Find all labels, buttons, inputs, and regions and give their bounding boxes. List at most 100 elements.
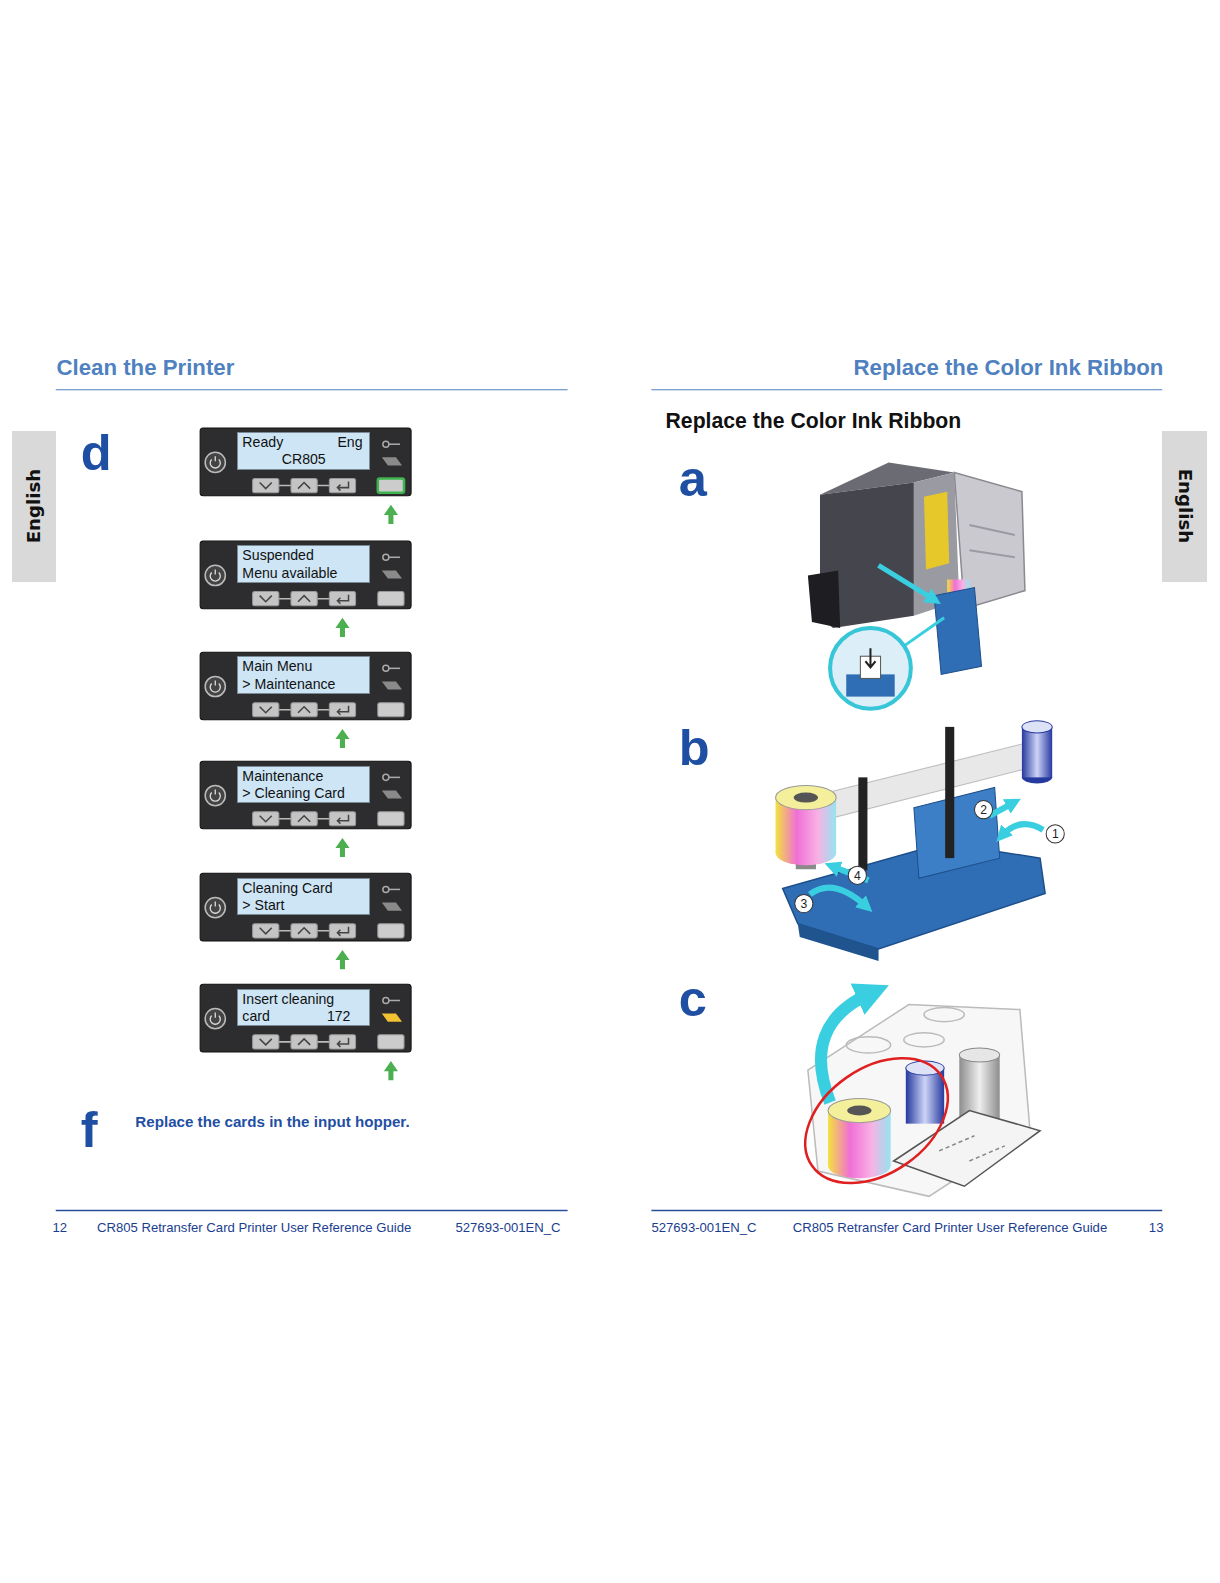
screen-text: Maintenance <box>242 769 323 783</box>
power-symbol <box>210 1013 220 1025</box>
step-arrow <box>1002 824 1043 836</box>
press-arrow <box>384 505 398 524</box>
button-glyph <box>337 595 348 604</box>
lcd-screen: SuspendedMenu available <box>237 545 369 582</box>
status-button <box>378 1035 404 1049</box>
step-letter: f <box>81 1105 98 1156</box>
spool-top <box>1022 721 1052 733</box>
card-icon <box>382 570 402 578</box>
door-detail <box>969 525 1014 535</box>
step-letter: c <box>679 974 707 1025</box>
cassette-loading-illustration <box>782 993 1040 1208</box>
screen-text: Insert cleaning <box>242 992 334 1006</box>
panel-bezel <box>200 541 411 609</box>
highlight-ellipse <box>782 1032 971 1208</box>
button-glyph <box>260 928 272 934</box>
control-panels <box>200 428 411 1080</box>
screen-text: Cleaning Card <box>242 881 332 895</box>
key-icon <box>383 774 389 780</box>
screen-text: Eng <box>337 435 362 449</box>
procedure-title: Replace the Color Ink Ribbon <box>666 410 962 431</box>
nav-button <box>253 592 279 606</box>
press-arrow <box>335 838 349 857</box>
cassette-illustration <box>776 721 1065 961</box>
press-arrow <box>335 618 349 637</box>
spool-seat <box>924 1008 964 1022</box>
button-glyph <box>260 596 272 602</box>
nav-button <box>253 924 279 938</box>
nav-button <box>291 1035 317 1049</box>
key-icon <box>389 777 400 779</box>
control-panel <box>200 873 411 969</box>
tab-label: English <box>1176 469 1194 544</box>
cleaning-spool <box>959 1055 999 1121</box>
power-button <box>205 1009 225 1029</box>
callout-number: 3 <box>801 898 808 910</box>
nav-button <box>329 924 355 938</box>
key-icon <box>383 997 389 1003</box>
step-letter: a <box>679 454 707 505</box>
power-button <box>205 565 225 585</box>
key-icon <box>383 441 389 447</box>
lcd-screen: Cleaning Card> Start <box>237 878 369 915</box>
key-icon <box>389 1000 400 1002</box>
callout-number: 2 <box>980 804 987 816</box>
document-number: 527693-001EN_C <box>651 1221 756 1234</box>
press-arrow <box>384 1061 398 1080</box>
nav-button <box>329 812 355 826</box>
screen-text: card <box>242 1009 269 1023</box>
button-glyph <box>337 482 348 491</box>
control-panel <box>200 761 411 857</box>
spool-core <box>847 1105 871 1115</box>
panel-bezel <box>200 652 411 720</box>
spool-top <box>959 1048 999 1062</box>
document-number: 527693-001EN_C <box>455 1221 560 1234</box>
step-arrow <box>810 888 867 907</box>
cassette-wall <box>914 787 1000 878</box>
page-rules <box>56 390 1162 1211</box>
spool-seat <box>846 1037 890 1053</box>
nav-button <box>253 703 279 717</box>
button-glyph <box>260 1039 272 1045</box>
screen-text: > Cleaning Card <box>242 786 344 800</box>
nav-button <box>329 479 355 493</box>
callout-circle <box>1046 825 1064 843</box>
cassette-edge <box>798 924 879 961</box>
screen-text: Main Menu <box>242 659 312 673</box>
nav-button <box>291 479 317 493</box>
footer-rule <box>651 1210 1162 1212</box>
card-icon <box>382 457 402 465</box>
step-arrow <box>990 803 1014 816</box>
insert-arrow <box>821 993 870 1102</box>
card-detail <box>969 1146 1004 1161</box>
header-rule <box>56 389 568 390</box>
nav-button <box>329 703 355 717</box>
key-icon <box>389 557 400 559</box>
door-detail <box>969 550 1014 557</box>
callout-circle <box>795 894 813 912</box>
screen-text: Suspended <box>242 548 313 562</box>
ribbon-cassette <box>934 588 981 675</box>
panel-bezel <box>200 428 411 496</box>
card-detail <box>939 1136 974 1151</box>
key-icon <box>389 443 400 445</box>
power-symbol <box>210 902 220 914</box>
key-icon <box>383 665 389 671</box>
step-letter: b <box>679 723 710 774</box>
power-button <box>205 785 225 805</box>
nav-button <box>329 1035 355 1049</box>
status-button <box>378 924 404 938</box>
language-tab: English <box>1162 431 1206 581</box>
control-panel <box>200 428 411 524</box>
page-number: 13 <box>1149 1221 1164 1234</box>
spool-top <box>776 785 837 809</box>
screen-text: 172 <box>327 1009 351 1023</box>
nav-button <box>291 924 317 938</box>
key-icon <box>389 668 400 670</box>
lcd-screen: ReadyEngCR805 <box>237 432 369 469</box>
power-symbol <box>210 789 220 801</box>
card-icon <box>382 1014 402 1022</box>
press-arrow <box>335 950 349 969</box>
button-glyph <box>260 707 272 713</box>
